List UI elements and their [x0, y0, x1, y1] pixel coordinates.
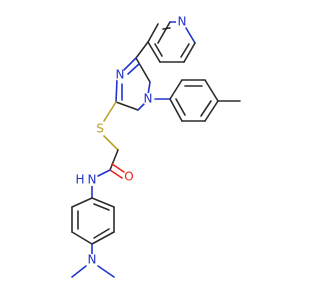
molecule-diagram: N N N S O N H N [71, 15, 241, 278]
triazole-ring [115, 57, 151, 111]
atom-label: N [88, 253, 97, 267]
bond [97, 169, 111, 177]
atom-nh-amide: N H [75, 173, 98, 187]
bond [127, 63, 140, 75]
bond [71, 265, 87, 278]
bond [180, 43, 190, 58]
atom-label: N [88, 173, 97, 187]
atom-labels: N N N S O N H N [75, 15, 188, 267]
bond [115, 101, 139, 111]
bond [204, 100, 219, 122]
bond [97, 265, 115, 278]
bond [200, 100, 212, 117]
bond [93, 228, 110, 239]
atom-s-thioether: S [94, 122, 106, 136]
atom-label: S [96, 122, 104, 136]
atom-n-triazole-1: N [114, 68, 126, 82]
structure-drawing: N N N S O N H N [71, 15, 241, 278]
bond [123, 57, 137, 71]
bond [109, 149, 119, 171]
atom-n-dimethylamino: N [86, 253, 98, 267]
bond [154, 43, 163, 57]
bond [204, 79, 219, 102]
aniline-ring [71, 197, 115, 278]
bond [103, 135, 119, 151]
bond [91, 231, 115, 245]
atom-label: N [144, 92, 153, 106]
atom-n-triazole-4: N [142, 92, 154, 106]
atom-label: O [124, 170, 133, 184]
bond [162, 27, 171, 30]
bond [135, 41, 149, 59]
bond [157, 21, 171, 44]
bond [71, 197, 93, 208]
bond [147, 41, 161, 63]
bond [103, 101, 117, 122]
pyridine-ring [135, 21, 196, 63]
linker-chain [91, 101, 125, 199]
bond [147, 81, 151, 96]
bond [93, 203, 110, 211]
bond [111, 163, 125, 173]
bond [183, 42, 196, 63]
atom-o-carbonyl: O [123, 170, 135, 184]
bond [137, 103, 145, 111]
bond [115, 79, 118, 103]
bond [109, 169, 123, 179]
bond [147, 23, 159, 43]
atom-label: N [178, 15, 187, 29]
bond [185, 27, 196, 44]
atom-label: H [75, 173, 84, 187]
tolyl-ring [154, 79, 241, 122]
bond [169, 79, 183, 100]
bond [71, 231, 93, 245]
bond [135, 57, 151, 83]
atom-n-pyridine: N [176, 15, 188, 29]
bond [169, 98, 183, 122]
atom-label: N [116, 68, 125, 82]
bond [91, 197, 115, 208]
bond [175, 98, 186, 116]
